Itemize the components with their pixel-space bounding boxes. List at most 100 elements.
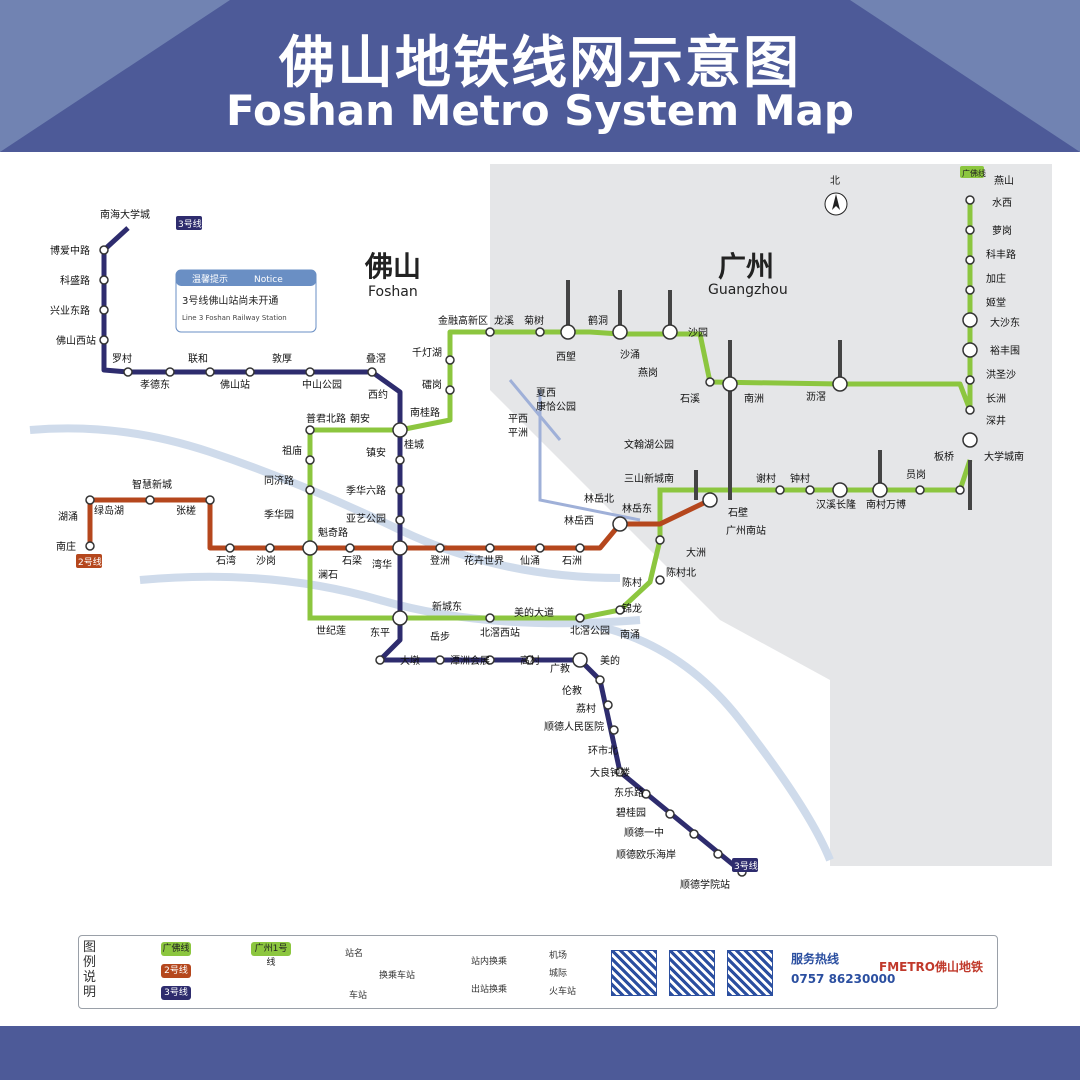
map-legend: 图例说明 广佛线 2号线 3号线 广州1号线 站名 车站 换乘车站 站内换乘 出… [78,935,998,1009]
station-label: 汉溪长隆 [816,498,856,511]
line-tag-gf-north: 广佛线 [960,166,986,178]
header-banner: 佛山地铁线网示意图 Foshan Metro System Map [0,0,1080,152]
background-routes [29,424,834,862]
station-label: 大学城南 [984,450,1024,463]
station-label: 燕山 [994,175,1014,187]
station-label: 西塱 [556,350,576,363]
legend-chip-l3: 3号线 [161,986,191,1000]
qr-code-app[interactable] [727,950,773,996]
legend-railway: 火车站 [549,987,577,997]
station-label: 石湾 [216,554,236,567]
station-label: 博爱中路 [50,244,90,257]
legend-chip-l2: 2号线 [161,964,191,978]
map-title-en: Foshan Metro System Map [226,86,854,135]
svg-text:2号线: 2号线 [78,556,102,568]
metro-map[interactable]: 佛山 Foshan 广州 Guangzhou 北 温馨提示 Notice 3号线… [20,160,1060,920]
svg-text:3号线: 3号线 [734,860,758,872]
city-label-foshan: 佛山 [364,250,421,283]
station-label: 魁奇路 [318,526,348,539]
line-tag-2-left: 2号线 [76,554,102,568]
station-label: 南村万博 [866,498,906,511]
legend-transfer: 换乘车站 [379,971,416,981]
station-label: 大洲 [686,546,706,559]
header-decoration-left [0,0,230,152]
guangzhou-lines-light [508,379,641,522]
station-label: 板桥 [934,450,954,463]
legend-airport: 机场 [549,951,568,961]
qr-code-wechat[interactable] [611,950,657,996]
station-label: 中山公园 [302,378,342,391]
station-label: 陈村北 [666,566,696,579]
station-label: 南庄 [56,540,76,553]
station-label: 三山新城南 [624,472,674,485]
station-label: 平洲 [508,427,528,439]
station-label: 夏西 [536,387,556,399]
notice-text-cn: 3号线佛山站尚未开通 [182,294,278,307]
station-label: 绿岛湖 [94,504,124,517]
station-label: 石溪 [680,393,700,405]
hotline-title: 服务热线 [791,952,840,966]
fmetro-logo: FMETRO佛山地铁 [879,960,983,974]
station-label: 普君北路 [306,412,346,425]
station-label: 罗村 [112,352,132,365]
station-label: 顺德学院站 [680,878,730,891]
station-label: 林岳东 [622,502,652,515]
station-label: 花卉世界 [464,554,504,567]
station-label: 谢村 [756,472,776,485]
legend-station: 车站 [349,991,368,1001]
line-guangfo-route [307,200,973,552]
map-title-cn: 佛山地铁线网示意图 [279,31,801,96]
station-label: 高村 [520,654,540,667]
station-labels: 南海大学城 博爱中路 科盛路 兴业东路 佛山西站 罗村 孝德东 联和 佛山站 敦… [50,175,1024,891]
footer-bar [0,1026,1080,1080]
station-label: 同济路 [264,474,294,487]
notice-box: 温馨提示 Notice 3号线佛山站尚未开通 Line 3 Foshan Rai… [175,269,317,333]
station-label: 南涌 [620,628,640,641]
station-label: 湖涌 [58,511,78,523]
station-label: 千灯湖 [412,347,442,359]
station-label: 钟村 [790,472,810,485]
notice-text-en: Line 3 Foshan Railway Station [182,314,287,322]
station-label: 姬堂 [986,296,1006,309]
station-label: 北滘西站 [480,626,520,639]
legend-chip-gz1: 广州1号线 [251,942,291,968]
station-label: 西约 [368,388,388,401]
station-label: 顺德一中 [624,826,664,839]
station-label: 大良钟楼 [590,766,630,779]
station-label: 碧桂园 [616,806,646,819]
station-label: 员岗 [906,469,926,481]
station-label: 石梁 [342,554,362,567]
station-label: 沙园 [688,327,708,339]
line-guangfo-south [307,552,400,621]
station-label: 联和 [188,353,208,365]
station-label: 镇安 [366,446,386,459]
station-label: 敦厚 [272,352,292,365]
station-dots [85,195,978,877]
station-label: 佛山站 [220,378,250,391]
station-label: 平西 [508,414,528,425]
north-arrow-label: 北 [830,175,840,187]
station-label: 美的大道 [514,606,554,619]
station-label: 沥滘 [806,391,826,403]
station-label: 桂城 [404,438,424,451]
station-label: 兴业东路 [50,304,90,317]
station-label: 金融高新区 [438,314,488,327]
station-label: 科盛路 [60,274,90,287]
guangzhou-area [490,164,1052,866]
station-label: 水西 [992,197,1012,209]
station-label: 南海大学城 [100,208,150,221]
qr-code-service[interactable] [669,950,715,996]
station-label: 裕丰围 [990,344,1020,357]
station-label: 顺德欧乐海岸 [616,848,676,861]
station-label: 康恰公园 [536,400,576,413]
station-label: 北滘公园 [570,625,610,637]
station-label: 南桂路 [410,406,440,419]
station-label: 南洲 [744,392,764,405]
station-label: 东乐路 [614,786,644,799]
station-label: 佛山西站 [56,334,96,347]
station-label: 萝岗 [992,225,1012,237]
line-tag-3-top: 3号线 [176,216,202,230]
station-label: 朝安 [350,412,370,425]
legend-out-station-transfer: 出站换乘 [471,985,508,995]
station-label: 林岳西 [564,514,594,527]
